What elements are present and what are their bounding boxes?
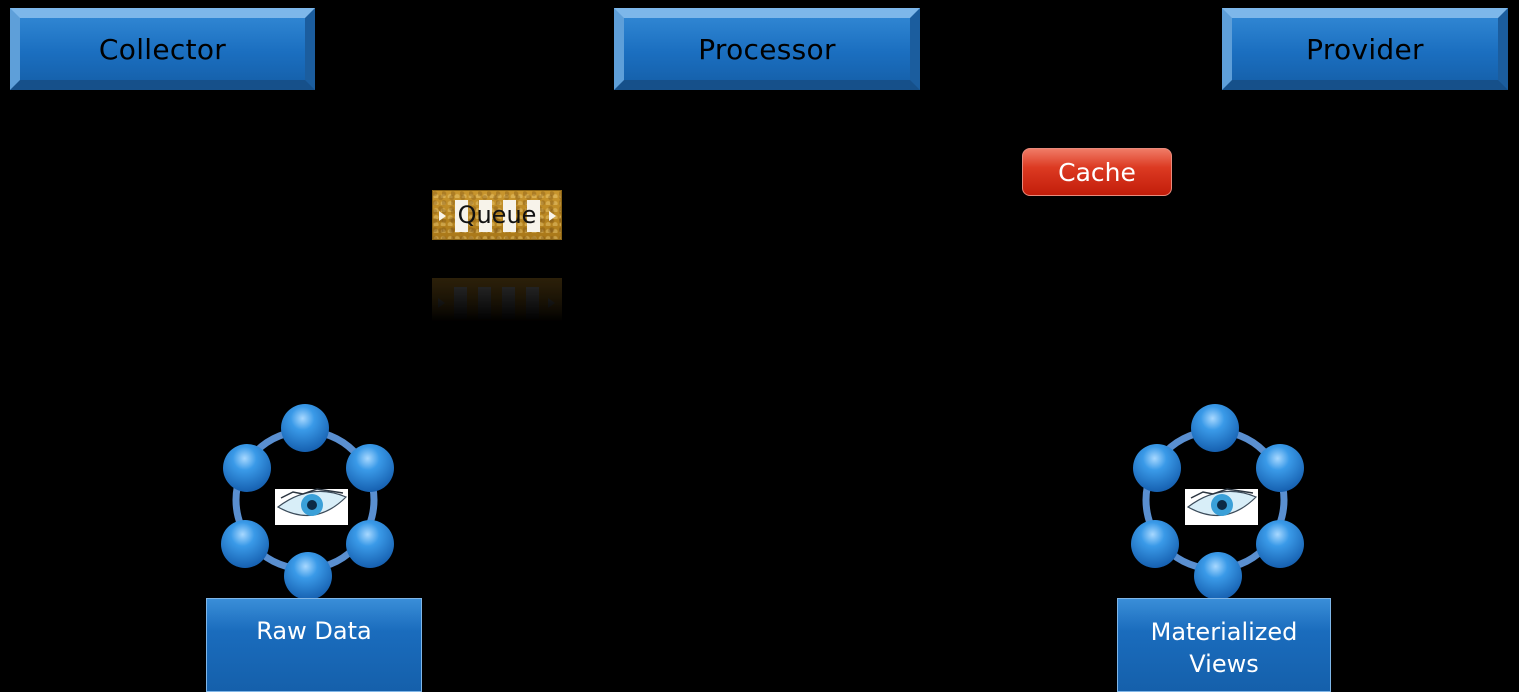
queue-slot — [454, 287, 467, 319]
queue-arrow-icon — [438, 298, 445, 308]
materialized-views-label-line1: Materialized — [1150, 618, 1298, 646]
provider-label: Provider — [1306, 32, 1424, 66]
raw-data-box: Raw Data — [206, 598, 422, 692]
queue-arrow-icon — [548, 298, 555, 308]
cluster-node — [1191, 404, 1239, 452]
materialized-views-cluster — [1115, 400, 1315, 600]
eye-icon — [275, 488, 348, 525]
cluster-node — [284, 552, 332, 600]
queue-slot — [503, 200, 516, 232]
queue-box: Queue — [432, 190, 562, 240]
cache-label: Cache — [1058, 157, 1136, 187]
queue-reflection — [432, 278, 562, 322]
raw-data-label: Raw Data — [256, 617, 372, 645]
cluster-ring-icon — [1131, 404, 1304, 600]
queue-arrow-icon — [549, 211, 556, 221]
processor-box: Processor — [614, 8, 920, 90]
queue-slot — [527, 200, 540, 232]
eye-icon — [1185, 488, 1258, 525]
cache-box: Cache — [1022, 148, 1172, 196]
queue-slot — [502, 287, 515, 319]
cluster-ring-icon — [221, 404, 394, 600]
materialized-views-box: Materialized Views — [1117, 598, 1331, 692]
collector-box: Collector — [10, 8, 315, 90]
cluster-node — [1133, 444, 1181, 492]
cluster-node — [1194, 552, 1242, 600]
queue-arrow-icon — [439, 211, 446, 221]
queue-slot — [455, 200, 468, 232]
queue-slot — [478, 287, 491, 319]
cluster-node — [1256, 520, 1304, 568]
provider-box: Provider — [1222, 8, 1508, 90]
cluster-node — [1131, 520, 1179, 568]
cluster-node — [346, 520, 394, 568]
raw-data-cluster — [205, 400, 405, 600]
collector-label: Collector — [98, 32, 227, 66]
queue-label: Queue — [457, 201, 537, 229]
materialized-views-label-line2: Views — [1189, 650, 1259, 678]
cluster-node — [281, 404, 329, 452]
queue-slot — [526, 287, 539, 319]
cluster-node — [221, 520, 269, 568]
cluster-node — [223, 444, 271, 492]
processor-label: Processor — [698, 32, 836, 66]
cluster-node — [1256, 444, 1304, 492]
queue-slot — [479, 200, 492, 232]
cluster-node — [346, 444, 394, 492]
